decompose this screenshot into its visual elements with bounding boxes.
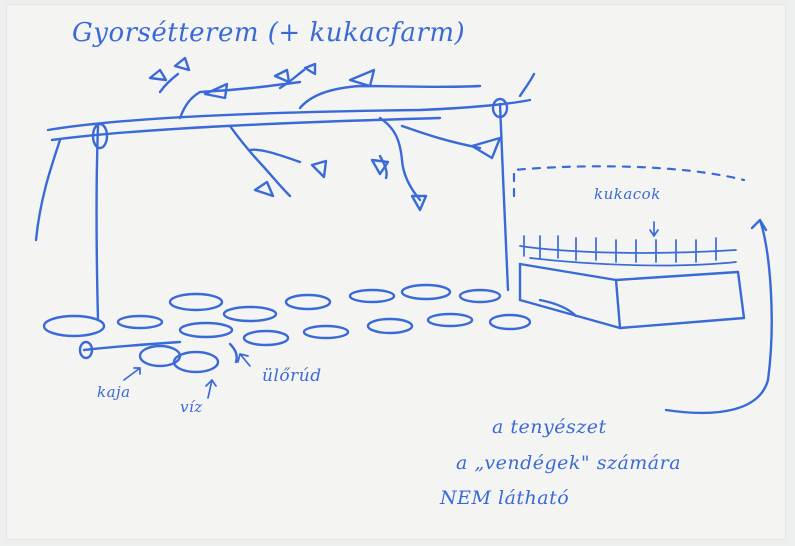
label-arrows — [123, 218, 773, 415]
worm-box — [512, 165, 746, 330]
perch-label: ülőrúd — [262, 366, 322, 386]
ground-items — [42, 283, 578, 374]
note-line-2: a „vendégek" számára — [456, 452, 682, 474]
note-line-3: NEM látható — [440, 487, 570, 509]
sketch-title: Gyorsétterem (+ kukacfarm) — [72, 18, 466, 48]
sketch-paper — [6, 4, 786, 540]
worms-label: kukacok — [594, 185, 661, 203]
food-label: kaja — [97, 383, 131, 401]
note-line-1: a tenyészet — [492, 416, 607, 438]
water-label: víz — [180, 398, 203, 416]
posts — [34, 97, 510, 322]
branch-structure — [46, 68, 536, 202]
leaves — [148, 56, 502, 212]
